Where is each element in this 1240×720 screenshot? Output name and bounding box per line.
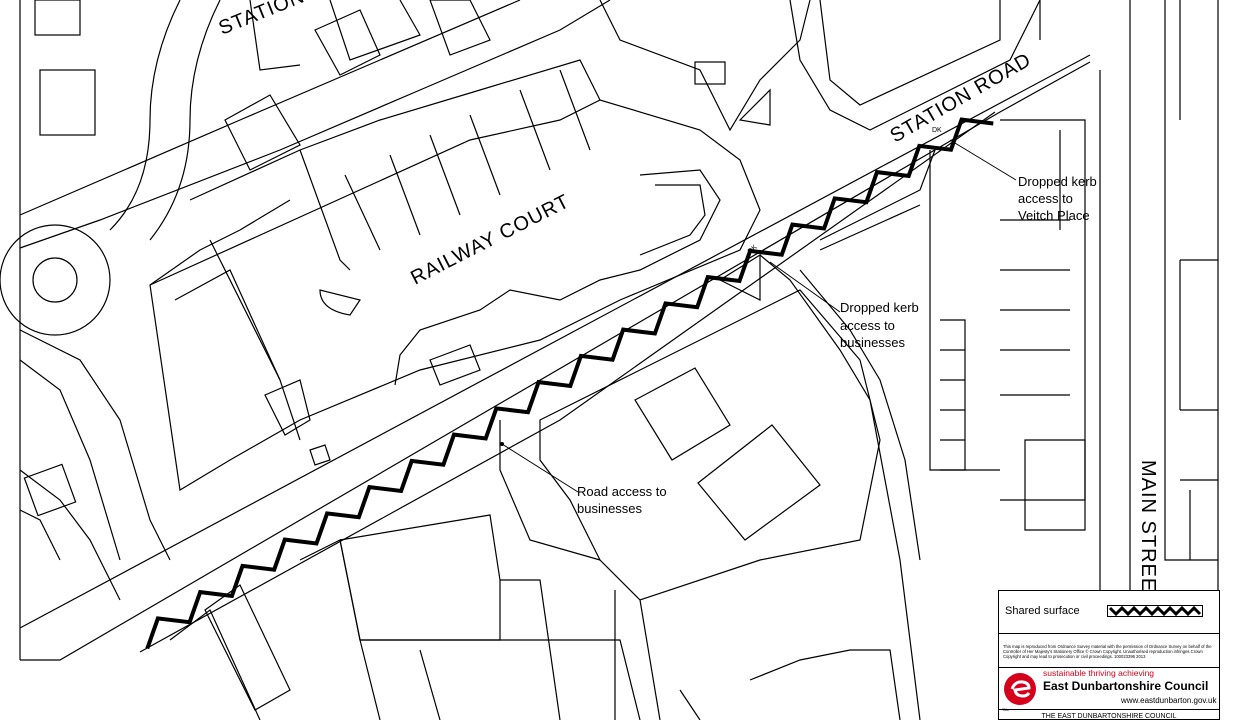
road-label-main-street: MAIN STREET (1137, 460, 1159, 605)
annotation-road-line1: Road access to (577, 484, 667, 499)
dk-label-1: DK (932, 127, 942, 134)
road-label-railway-court: RAILWAY COURT (407, 190, 573, 289)
legend-shared-surface-label: Shared surface (1005, 605, 1080, 617)
dk-label-2: DK (747, 244, 759, 256)
annotation-veitch-line2: access to (1018, 191, 1073, 206)
legend-shared-surface-row: Shared surface (999, 591, 1219, 634)
annotation-road-line2: businesses (577, 501, 643, 516)
council-name: East Dunbartonshire Council (1043, 679, 1209, 693)
annotation-business-line2: access to (840, 318, 895, 333)
legend-footer: THE EAST DUNBARTONSHIRE COUNCIL (999, 709, 1219, 720)
road-label-station-top: STATION ROAD (216, 0, 372, 40)
road-access-marker (500, 442, 504, 446)
annotation-veitch-line3: Veitch Place (1018, 208, 1090, 223)
shared-surface-zigzag (145, 117, 994, 650)
legend-copyright: This map is reproduced from Ordnance Sur… (999, 634, 1219, 668)
council-url[interactable]: www.eastdunbarton.gov.uk (1121, 696, 1217, 705)
annotation-business-line1: Dropped kerb (840, 300, 919, 315)
annotation-veitch-line1: Dropped kerb (1018, 174, 1097, 189)
council-slogan: sustainable thriving achieving (1043, 668, 1155, 678)
road-label-station-right: STATION ROAD (887, 49, 1036, 148)
annotation-leaders (501, 139, 1017, 493)
legend-panel: Shared surface This map is reproduced fr… (998, 590, 1220, 720)
legend-zigzag-swatch (1107, 605, 1203, 617)
annotation-business-line3: businesses (840, 335, 906, 350)
council-branding: sustainable thriving achieving East Dunb… (999, 668, 1219, 712)
council-logo-icon (1004, 673, 1036, 705)
